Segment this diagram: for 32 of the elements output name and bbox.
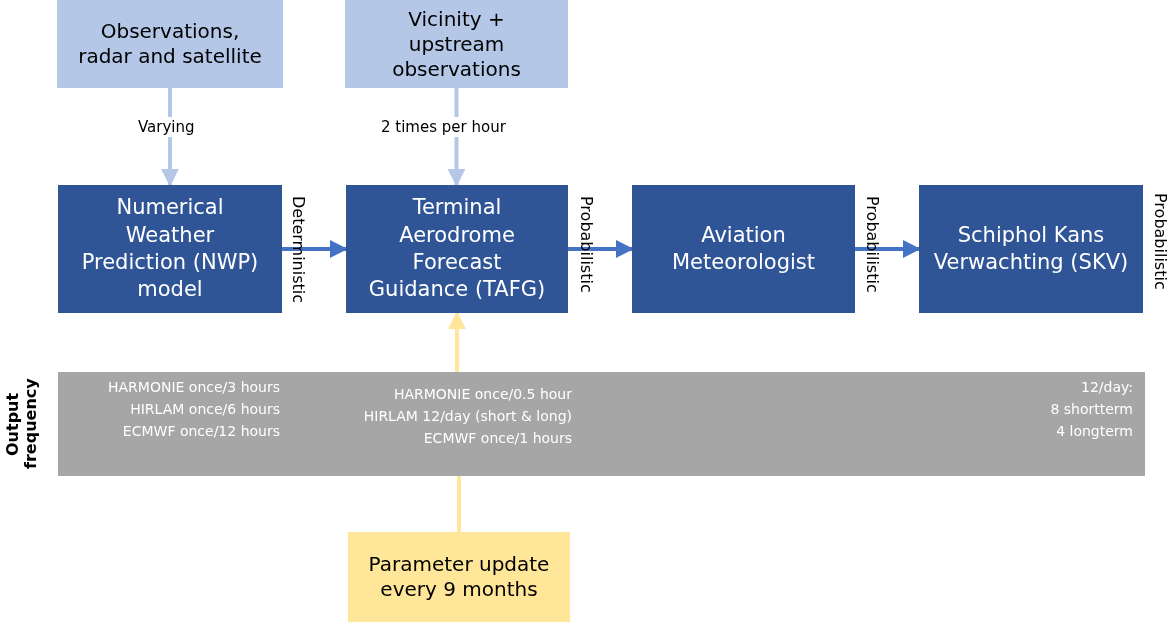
arrow [855,240,921,258]
frequency-text: 12/day: [1081,379,1133,396]
node-text: Parameter update every 9 months [367,552,551,602]
input-box [348,532,570,622]
frequency-text: 4 longterm [1056,423,1133,440]
input-box [345,0,568,88]
node-text: Vicinity + upstream observations [391,6,522,82]
edge-label: Probabilistic [577,196,596,293]
node-text: Schiphol Kans Verwachting (SKV) [932,221,1130,276]
side-label: Probabilistic [1151,193,1170,290]
process-box [632,185,855,313]
node-text: Aviation Meteorologist [670,221,817,276]
frequency-text: HARMONIE once/0.5 hour [393,386,572,403]
frequency-text: ECMWF once/1 hours [423,430,572,447]
node-text: Numerical Weather Prediction (NWP) model [80,194,260,304]
arrow [282,240,348,258]
process-box [346,185,568,313]
frequency-text: ECMWF once/12 hours [122,423,280,440]
arrow [568,240,634,258]
band-heading: Output frequency [4,377,42,472]
input-box [57,0,283,88]
frequency-text: HIRLAM once/6 hours [130,401,280,418]
frequency-text: HARMONIE once/3 hours [108,379,280,396]
process-box [919,185,1143,313]
node-text: Terminal Aerodrome Forecast Guidance (TAFG) [367,194,547,304]
edge-label: Probabilistic [863,196,882,293]
node-text: Observations, radar and satellite [77,19,263,69]
process-box [58,185,282,313]
frequency-text: 8 shortterm [1050,401,1133,418]
arrow [448,311,466,372]
edge-label: Deterministic [289,196,308,304]
frequency-text: HIRLAM 12/day (short & long) [363,408,572,425]
